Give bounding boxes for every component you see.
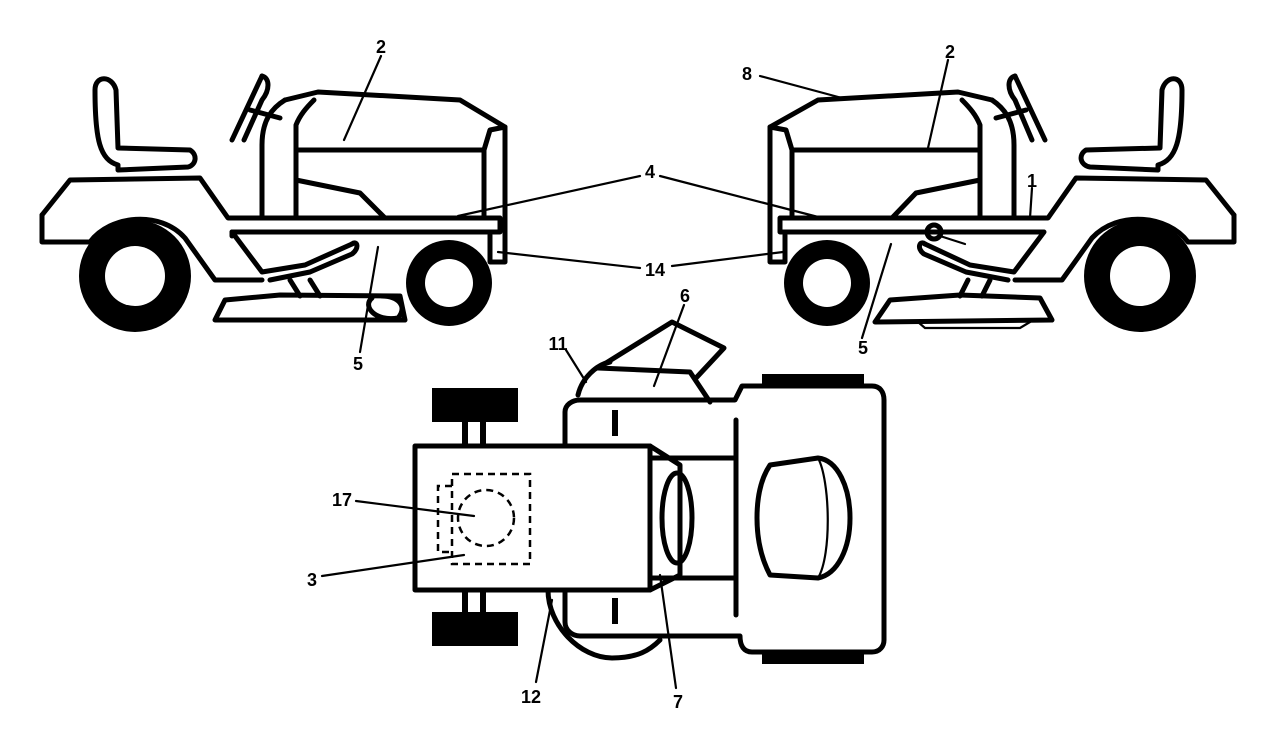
callout-17: 17 bbox=[332, 490, 352, 510]
callout-1: 1 bbox=[1027, 171, 1037, 191]
callout-6: 6 bbox=[680, 286, 690, 306]
callout-2-right: 2 bbox=[945, 42, 955, 62]
callout-5-right: 5 bbox=[858, 338, 868, 358]
callout-11: 11 bbox=[548, 334, 567, 354]
callout-3: 3 bbox=[307, 570, 317, 590]
callout-14: 14 bbox=[645, 260, 665, 280]
callout-12: 12 bbox=[521, 687, 541, 707]
callout-7: 7 bbox=[673, 692, 683, 712]
left-side-view-tractor bbox=[39, 73, 508, 332]
callout-8: 8 bbox=[742, 64, 752, 84]
callout-4: 4 bbox=[645, 162, 655, 182]
leader-lines bbox=[320, 54, 1034, 690]
top-view-tractor bbox=[412, 319, 887, 664]
callout-labels: 2 2 8 4 1 14 6 5 11 5 17 3 12 7 bbox=[307, 37, 1037, 712]
right-side-view-tractor bbox=[767, 73, 1237, 332]
callout-5-left: 5 bbox=[353, 354, 363, 374]
callout-2-left: 2 bbox=[376, 37, 386, 57]
